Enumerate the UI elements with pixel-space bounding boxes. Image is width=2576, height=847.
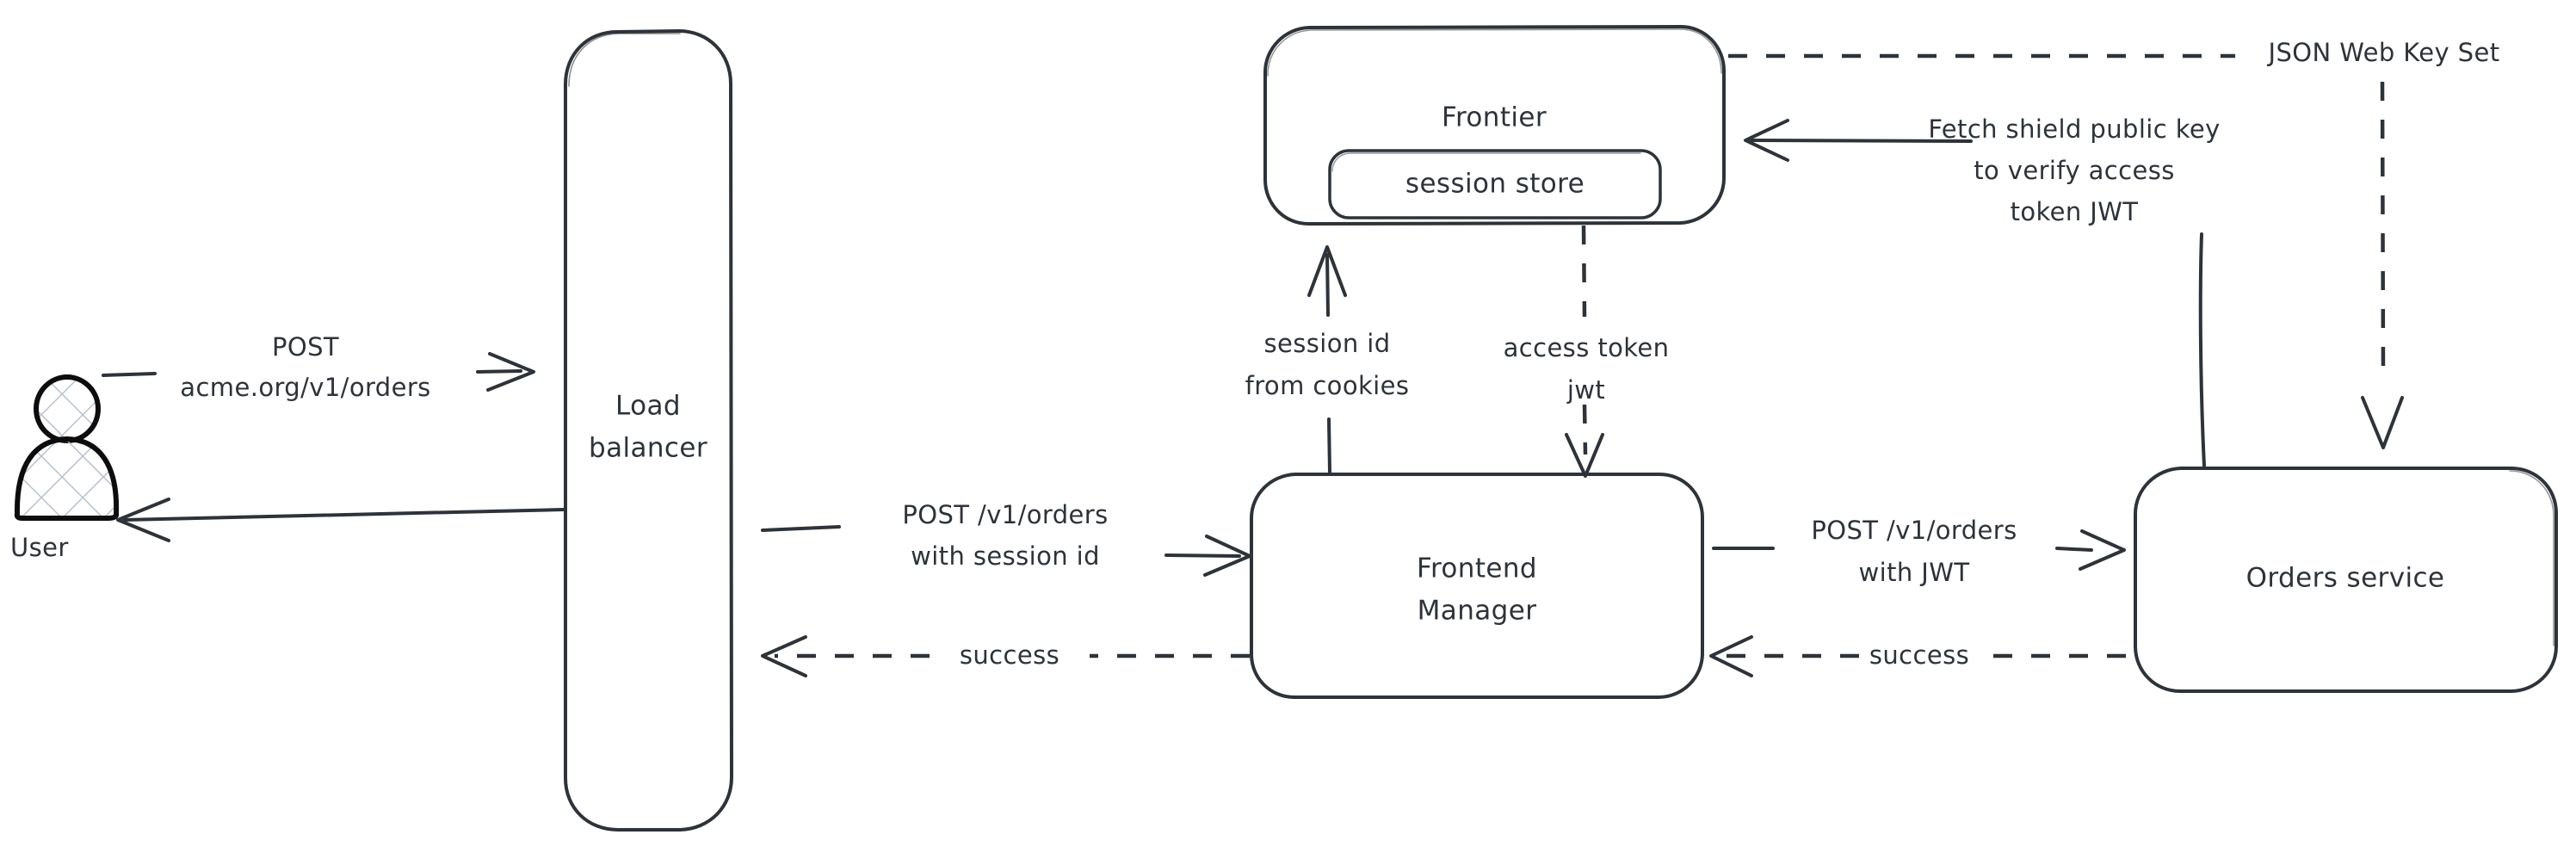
edge-lb-to-fm-line-tail bbox=[1164, 553, 1241, 558]
session-store-label: session store bbox=[1405, 169, 1585, 200]
edge-lb-to-user-arrowhead bbox=[116, 498, 170, 542]
node-user-label: User bbox=[10, 533, 69, 562]
edge-fm-to-frontier-line-top bbox=[1325, 253, 1330, 317]
node-frontier[interactable]: Frontier session store bbox=[1263, 25, 1726, 226]
edge-lb-to-fm-line-head bbox=[761, 525, 841, 532]
edge-user-to-load-balancer[interactable]: POST acme.org/v1/orders bbox=[102, 332, 535, 402]
node-user[interactable]: User bbox=[10, 374, 120, 562]
edge-orders-to-frontier-label-line2: to verify access bbox=[1974, 156, 2175, 185]
edge-fm-to-frontier-label-line1: session id bbox=[1263, 329, 1390, 358]
edge-orders-to-fm-arrowhead bbox=[1709, 635, 1753, 677]
edge-user-to-lb-label-line2: acme.org/v1/orders bbox=[180, 373, 430, 402]
orders-service-box-sketch bbox=[2509, 470, 2554, 646]
node-session-store[interactable]: session store bbox=[1328, 149, 1662, 219]
edge-orders-to-frontier-line-vertical bbox=[2198, 232, 2206, 467]
edge-frontier-to-fm-label-line1: access token bbox=[1504, 333, 1670, 362]
edge-orders-to-frontier-label-line3: token JWT bbox=[2011, 197, 2139, 226]
frontend-manager-box bbox=[1250, 473, 1704, 699]
user-body-icon bbox=[14, 436, 120, 521]
edge-fm-to-lb-label: success bbox=[960, 640, 1059, 670]
edge-orders-to-frontier-label-line1: Fetch shield public key bbox=[1928, 114, 2220, 144]
edge-load-balancer-to-frontend-manager[interactable]: POST /v1/orders with session id bbox=[761, 500, 1251, 577]
edge-frontend-manager-to-load-balancer[interactable]: success bbox=[761, 635, 1250, 677]
session-store-box-sketch bbox=[1331, 152, 1641, 172]
edge-fm-to-frontier-label-line2: from cookies bbox=[1245, 371, 1410, 400]
edge-frontend-manager-to-orders-service[interactable]: POST /v1/orders with JWT bbox=[1712, 516, 2126, 587]
edge-lb-to-user-line bbox=[123, 508, 565, 522]
session-store-box bbox=[1328, 149, 1662, 219]
edge-lb-to-fm-label-line2: with session id bbox=[911, 541, 1100, 571]
edge-lb-to-fm-label-line1: POST /v1/orders bbox=[902, 500, 1108, 529]
load-balancer-label-line1: Load bbox=[615, 391, 681, 422]
edge-load-balancer-to-user[interactable] bbox=[116, 498, 565, 542]
edge-user-to-lb-arrowhead bbox=[486, 352, 535, 392]
edge-user-to-lb-line bbox=[102, 372, 157, 377]
edge-orders-to-frontier-arrowhead bbox=[1744, 119, 1789, 162]
edge-fm-to-frontier-line-bottom bbox=[1327, 417, 1331, 474]
edge-frontier-to-fm-arrowhead bbox=[1565, 433, 1604, 478]
edge-fm-to-orders-arrowhead bbox=[2079, 529, 2126, 571]
load-balancer-box-sketch bbox=[568, 33, 681, 87]
orders-service-label: Orders service bbox=[2246, 563, 2445, 594]
edge-fm-to-frontier-arrowhead bbox=[1307, 245, 1347, 297]
node-frontend-manager[interactable]: Frontend Manager bbox=[1250, 473, 1704, 699]
orders-service-box bbox=[2134, 467, 2558, 693]
edge-frontier-to-orders-line-vertical bbox=[2380, 81, 2386, 377]
edge-frontier-to-orders-arrowhead bbox=[2361, 396, 2404, 449]
edge-frontend-manager-to-frontier[interactable]: session id from cookies bbox=[1245, 245, 1410, 474]
edge-frontier-to-orders-service[interactable]: JSON Web Key Set bbox=[1728, 38, 2500, 449]
edge-frontier-to-orders-label: JSON Web Key Set bbox=[2267, 38, 2500, 67]
edge-user-to-lb-line-tail bbox=[476, 369, 522, 374]
edge-frontier-to-frontend-manager[interactable]: access token jwt bbox=[1504, 225, 1670, 478]
edge-fm-to-lb-arrowhead bbox=[761, 635, 807, 677]
edge-orders-to-frontier-line-horizontal bbox=[1750, 139, 1973, 143]
frontend-manager-label-line2: Manager bbox=[1418, 596, 1537, 627]
edge-fm-to-orders-line-tail bbox=[2055, 547, 2093, 552]
edge-orders-service-to-frontier[interactable]: Fetch shield public key to verify access… bbox=[1744, 114, 2221, 467]
node-orders-service[interactable]: Orders service bbox=[2134, 467, 2558, 693]
load-balancer-box bbox=[564, 29, 733, 832]
edge-orders-service-to-frontend-manager[interactable]: success bbox=[1709, 635, 2126, 677]
node-load-balancer[interactable]: Load balancer bbox=[564, 29, 733, 832]
edge-fm-to-orders-label-line1: POST /v1/orders bbox=[1811, 516, 2017, 545]
frontier-box-sketch bbox=[1267, 28, 1722, 77]
edge-orders-to-fm-label: success bbox=[1869, 640, 1969, 670]
edge-frontier-to-fm-label-line2: jwt bbox=[1566, 375, 1605, 405]
load-balancer-label-line2: balancer bbox=[589, 433, 707, 464]
edge-frontier-to-fm-line-top bbox=[1581, 225, 1587, 318]
frontier-label: Frontier bbox=[1442, 102, 1547, 133]
edge-lb-to-fm-arrowhead bbox=[1203, 535, 1251, 577]
edge-fm-to-orders-label-line2: with JWT bbox=[1859, 558, 1970, 587]
edge-user-to-lb-label-line1: POST bbox=[272, 332, 339, 362]
user-head-icon bbox=[34, 374, 101, 443]
frontend-manager-label-line1: Frontend bbox=[1417, 553, 1537, 584]
